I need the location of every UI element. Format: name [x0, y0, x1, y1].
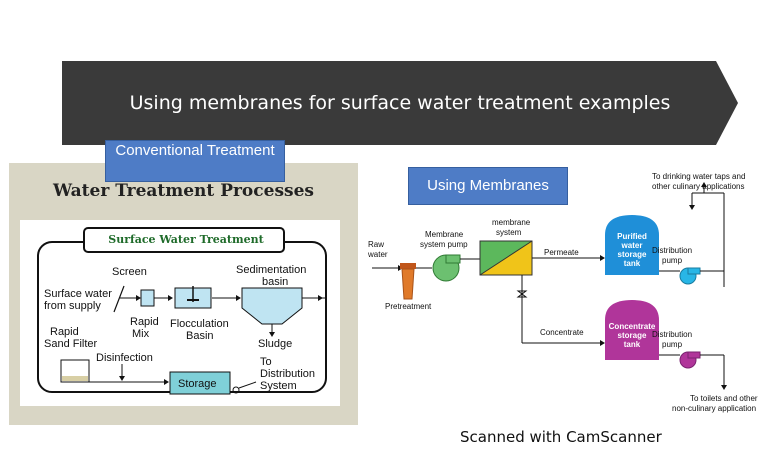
flow-arrowhead-5 — [164, 379, 169, 385]
raw-water-label-1: Raw — [368, 240, 385, 249]
membrane-system-label-1: membrane — [492, 218, 531, 227]
membrane-system-label-2: system — [496, 228, 522, 237]
concentrate-storage-tank — [605, 300, 659, 360]
screen-label: Screen — [112, 266, 147, 278]
purified-tank-label-1: Purified — [617, 232, 647, 241]
flocculation-label-2: Basin — [186, 330, 214, 342]
drinking-arrowhead — [701, 182, 707, 187]
sedimentation-basin — [241, 287, 303, 325]
sedimentation-label-1: Sedimentation — [236, 264, 307, 276]
membrane-diagonal — [479, 240, 533, 276]
rapid-mix-label-1: Rapid — [130, 316, 159, 328]
distribution-label-1: To — [260, 356, 272, 368]
storage-label: Storage — [178, 378, 217, 390]
distribution-label-3: System — [260, 380, 297, 392]
sludge-arrowhead — [269, 332, 275, 337]
drinking-label-1: To drinking water taps and — [652, 172, 746, 181]
rapid-mix-label-2: Mix — [132, 328, 150, 340]
flocculation-label-1: Flocculation — [170, 318, 229, 330]
conventional-tag: Conventional Treatment — [105, 140, 285, 182]
sand-layer — [62, 376, 88, 381]
storage-tank — [169, 371, 231, 395]
drinking-label-2: other culinary applications — [652, 182, 745, 191]
rapid-sand-label-2: Sand Filter — [44, 338, 98, 350]
membranes-tag: Using Membranes — [408, 167, 568, 205]
distribution-pump-top-outlet — [687, 267, 701, 275]
permeate-label: Permeate — [544, 248, 579, 257]
flow-line-6 — [238, 381, 257, 389]
conventional-diagram-graphics — [37, 227, 327, 395]
tank-return-arrowhead — [689, 205, 695, 210]
purified-water-tank — [605, 215, 659, 275]
membranes-tag-label: Using Membranes — [427, 177, 549, 194]
membrane-pump-outlet — [445, 254, 461, 264]
banner-arrow-shape — [62, 61, 738, 145]
dist-pump-bottom-label-2: pump — [662, 340, 683, 349]
panel-heading: Water Treatment Processes — [53, 181, 314, 201]
dist-pump-bottom-label-1: Distribution — [652, 330, 693, 339]
membrane-pump-label-2: system pump — [420, 240, 468, 249]
sedimentation-label-2: basin — [262, 276, 289, 288]
toilets-arrowhead — [721, 385, 727, 390]
purified-tank-label-4: tank — [623, 259, 641, 268]
scanner-footer: Scanned with CamScanner — [460, 428, 662, 446]
raw-water-label-2: water — [368, 250, 388, 259]
flow-arrowhead-2 — [168, 295, 173, 301]
box-title-frame — [83, 227, 285, 253]
permeate-arrowhead — [600, 255, 605, 261]
distribution-pump-bottom-outlet — [687, 351, 701, 359]
toilets-label-1: To toilets and other — [690, 394, 758, 403]
screen-mark — [113, 285, 125, 313]
flow-arrowhead-3 — [236, 295, 241, 301]
surface-water-diagram: Surface Water Treatment Screen Surface w… — [20, 220, 340, 406]
purified-tank-label-3: storage — [617, 250, 647, 259]
rapid-mix-tank — [140, 289, 155, 307]
dist-pump-top-label-2: pump — [662, 256, 683, 265]
purified-tank-label-2: water — [621, 241, 643, 250]
box-title: Surface Water Treatment — [108, 233, 264, 246]
title-banner: Using membranes for surface water treatm… — [62, 61, 738, 145]
disinfection-arrowhead — [119, 376, 125, 381]
pretreatment-label: Pretreatment — [385, 302, 432, 311]
pretreatment-cap — [400, 263, 416, 269]
conventional-tag-label: Conventional Treatment — [115, 142, 275, 159]
concentrate-arrowhead — [600, 340, 605, 346]
flow-arrowhead-1 — [136, 295, 141, 301]
pump-symbol — [232, 386, 240, 394]
surface-water-label-2: from supply — [44, 300, 101, 312]
toilets-label-2: non-culinary application — [672, 404, 757, 413]
surface-water-label-1: Surface water — [44, 288, 112, 300]
rapid-sand-label-1: Rapid — [50, 326, 79, 338]
pretreatment-filter — [401, 268, 415, 300]
membrane-pump-label-1: Membrane — [425, 230, 464, 239]
concentrate-valve — [516, 290, 528, 298]
concentrate-tank-label-3: tank — [623, 340, 641, 349]
slide-title: Using membranes for surface water treatm… — [129, 92, 671, 114]
membrane-diagram-graphics — [372, 182, 727, 390]
sludge-label: Sludge — [258, 338, 293, 350]
dist-pump-top-label-1: Distribution — [652, 246, 693, 255]
distribution-label-2: Distribution — [260, 368, 316, 380]
concentrate-tank-label-2: storage — [617, 331, 647, 340]
concentrate-tank-label-1: Concentrate — [608, 322, 656, 331]
disinfection-label: Disinfection — [96, 352, 153, 364]
concentrate-label: Concentrate — [540, 328, 584, 337]
